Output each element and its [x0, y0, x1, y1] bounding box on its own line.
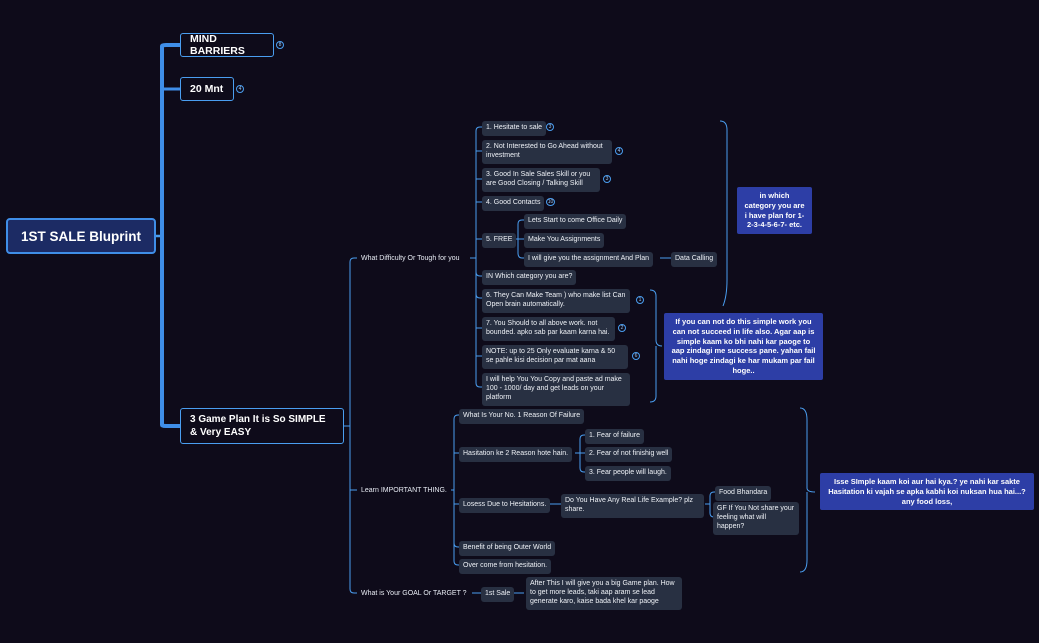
free-item-assignments[interactable]: Make You Assignments: [524, 233, 605, 248]
difficulty-item-6-badge[interactable]: 1: [636, 296, 644, 304]
learn-node[interactable]: Learn IMPORTANT THING.: [357, 484, 451, 499]
big-game-plan-node[interactable]: After This I will give you a big Game pl…: [526, 577, 682, 610]
real-life-example-node[interactable]: Do You Have Any Real Life Example? plz s…: [561, 494, 704, 518]
hesitation-callout[interactable]: Isse SImple kaam koi aur hai kya.? ye na…: [820, 473, 1034, 511]
difficulty-item-7-badge[interactable]: 2: [618, 324, 626, 332]
mind-barriers-node[interactable]: MIND BARRIERS: [180, 33, 274, 57]
fear-failure-node[interactable]: 1. Fear of failure: [585, 429, 644, 444]
failure-reason-node[interactable]: What Is Your No. 1 Reason Of Failure: [459, 409, 585, 424]
difficulty-item-3-badge[interactable]: 3: [603, 175, 611, 183]
difficulty-item-6[interactable]: 6. They Can Make Team ) who make list Ca…: [482, 289, 630, 313]
first-sale-node[interactable]: 1st Sale: [481, 587, 515, 602]
losses-node[interactable]: Losess Due to Hesitations.: [459, 498, 551, 513]
difficulty-item-2[interactable]: 2. Not Interested to Go Ahead without in…: [482, 140, 612, 164]
difficulty-item-3[interactable]: 3. Good In Sale Sales Skill or you are G…: [482, 168, 600, 192]
difficulty-item-4-badge[interactable]: 10: [546, 198, 555, 206]
difficulty-item-category[interactable]: IN Which category you are?: [482, 270, 577, 285]
fear-not-finishing-node[interactable]: 2. Fear of not finishig well: [585, 447, 673, 462]
fear-laugh-node[interactable]: 3. Fear people will laugh.: [585, 466, 671, 481]
difficulty-node[interactable]: What Difficulty Or Tough for you: [357, 252, 464, 267]
category-callout[interactable]: in which category you are i have plan fo…: [737, 187, 812, 234]
hesitation-reasons-node[interactable]: Hasitation ke 2 Reason hote hain.: [459, 447, 573, 462]
overcome-node[interactable]: Over come from hesitation.: [459, 559, 552, 574]
difficulty-item-1-badge[interactable]: 3: [546, 123, 554, 131]
difficulty-note-badge[interactable]: 6: [632, 352, 640, 360]
game-plan-node[interactable]: 3 Game Plan It is So SIMPLE & Very EASY: [180, 408, 344, 444]
difficulty-item-help[interactable]: I will help You You Copy and paste ad ma…: [482, 373, 630, 406]
life-callout[interactable]: If you can not do this simple work you c…: [664, 313, 823, 380]
food-bhandara-node[interactable]: Food Bhandara: [715, 486, 772, 501]
goal-node[interactable]: What is Your GOAL Or TARGET ?: [357, 587, 471, 602]
difficulty-note[interactable]: NOTE: up to 25 Only evaluate karna & 50 …: [482, 345, 628, 369]
free-item-plan[interactable]: I will give you the assignment And Plan: [524, 252, 654, 267]
difficulty-item-7[interactable]: 7. You Should to all above work. not bou…: [482, 317, 615, 341]
twenty-mnt-node[interactable]: 20 Mnt: [180, 77, 234, 101]
difficulty-item-4[interactable]: 4. Good Contacts: [482, 196, 545, 211]
twenty-mnt-count-badge[interactable]: 4: [236, 85, 244, 93]
data-calling-node[interactable]: Data Calling: [671, 252, 718, 267]
benefit-node[interactable]: Benefit of being Outer World: [459, 541, 556, 556]
gf-example-node[interactable]: GF If You Not share your feeling what wi…: [713, 502, 799, 535]
mind-barriers-count-badge[interactable]: 8: [276, 41, 284, 49]
difficulty-item-1[interactable]: 1. Hesitate to sale: [482, 121, 547, 136]
difficulty-item-2-badge[interactable]: 4: [615, 147, 623, 155]
free-item-office[interactable]: Lets Start to come Office Daily: [524, 214, 627, 229]
root-node[interactable]: 1ST SALE Bluprint: [6, 218, 156, 254]
difficulty-item-5[interactable]: 5. FREE: [482, 233, 517, 248]
